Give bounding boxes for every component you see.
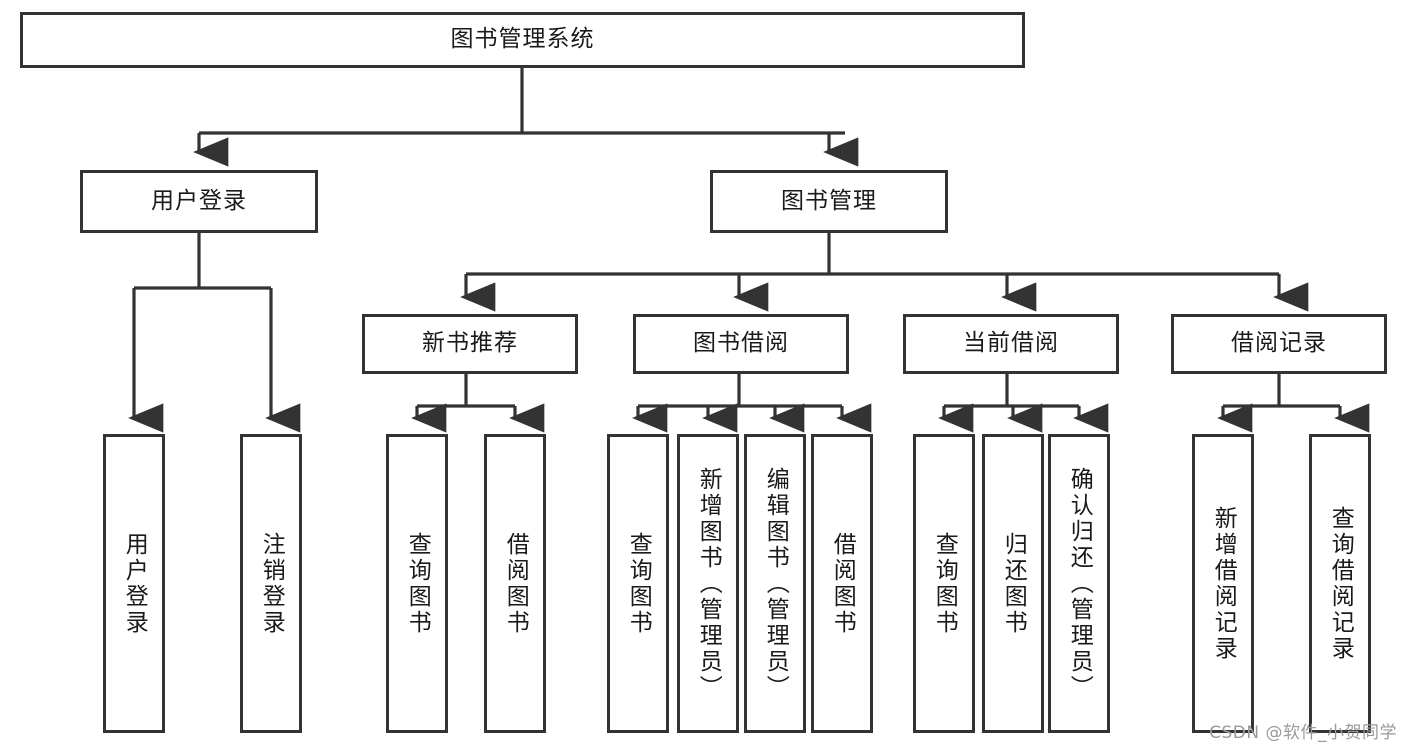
leaf-borrow-borrow-book[interactable]: 借阅图书 — [811, 434, 873, 733]
node-label: 借阅图书 — [502, 531, 529, 636]
node-label: 新增借阅记录 — [1210, 505, 1237, 662]
node-label: 查询图书 — [625, 531, 652, 636]
node-label: 新书推荐 — [422, 330, 518, 357]
leaf-recommend-query-book[interactable]: 查询图书 — [386, 434, 448, 733]
node-current-borrow[interactable]: 当前借阅 — [903, 314, 1119, 374]
leaf-record-query-record[interactable]: 查询借阅记录 — [1309, 434, 1371, 733]
leaf-user-login-signin[interactable]: 用户登录 — [103, 434, 165, 733]
node-label: 图书借阅 — [693, 330, 789, 357]
leaf-borrow-edit-book-admin[interactable]: 编辑图书（管理员） — [744, 434, 806, 733]
node-label: 确认归还（管理员） — [1066, 466, 1093, 701]
node-root-system[interactable]: 图书管理系统 — [20, 12, 1025, 68]
node-user-login[interactable]: 用户登录 — [80, 170, 318, 233]
node-label: 查询图书 — [404, 531, 431, 636]
leaf-borrow-query-book[interactable]: 查询图书 — [607, 434, 669, 733]
leaf-current-query-book[interactable]: 查询图书 — [913, 434, 975, 733]
node-book-management[interactable]: 图书管理 — [710, 170, 948, 233]
node-label: 图书管理系统 — [450, 26, 595, 53]
node-label: 注销登录 — [258, 531, 285, 636]
node-label: 用户登录 — [151, 187, 247, 214]
node-book-borrow[interactable]: 图书借阅 — [633, 314, 849, 374]
node-label: 借阅图书 — [829, 531, 856, 636]
leaf-user-login-signout[interactable]: 注销登录 — [240, 434, 302, 733]
leaf-recommend-borrow-book[interactable]: 借阅图书 — [484, 434, 546, 733]
node-label: 借阅记录 — [1231, 330, 1327, 357]
leaf-current-confirm-return-admin[interactable]: 确认归还（管理员） — [1048, 434, 1110, 733]
node-label: 查询图书 — [931, 531, 958, 636]
leaf-record-add-record[interactable]: 新增借阅记录 — [1192, 434, 1254, 733]
node-label: 新增图书（管理员） — [695, 466, 722, 701]
node-label: 用户登录 — [121, 531, 148, 636]
node-borrow-record[interactable]: 借阅记录 — [1171, 314, 1387, 374]
node-label: 查询借阅记录 — [1327, 505, 1354, 662]
node-new-book-recommend[interactable]: 新书推荐 — [362, 314, 578, 374]
leaf-current-return-book[interactable]: 归还图书 — [982, 434, 1044, 733]
node-label: 图书管理 — [781, 187, 877, 214]
node-label: 编辑图书（管理员） — [762, 466, 789, 701]
node-label: 当前借阅 — [963, 330, 1059, 357]
node-label: 归还图书 — [1000, 531, 1027, 636]
leaf-borrow-add-book-admin[interactable]: 新增图书（管理员） — [677, 434, 739, 733]
